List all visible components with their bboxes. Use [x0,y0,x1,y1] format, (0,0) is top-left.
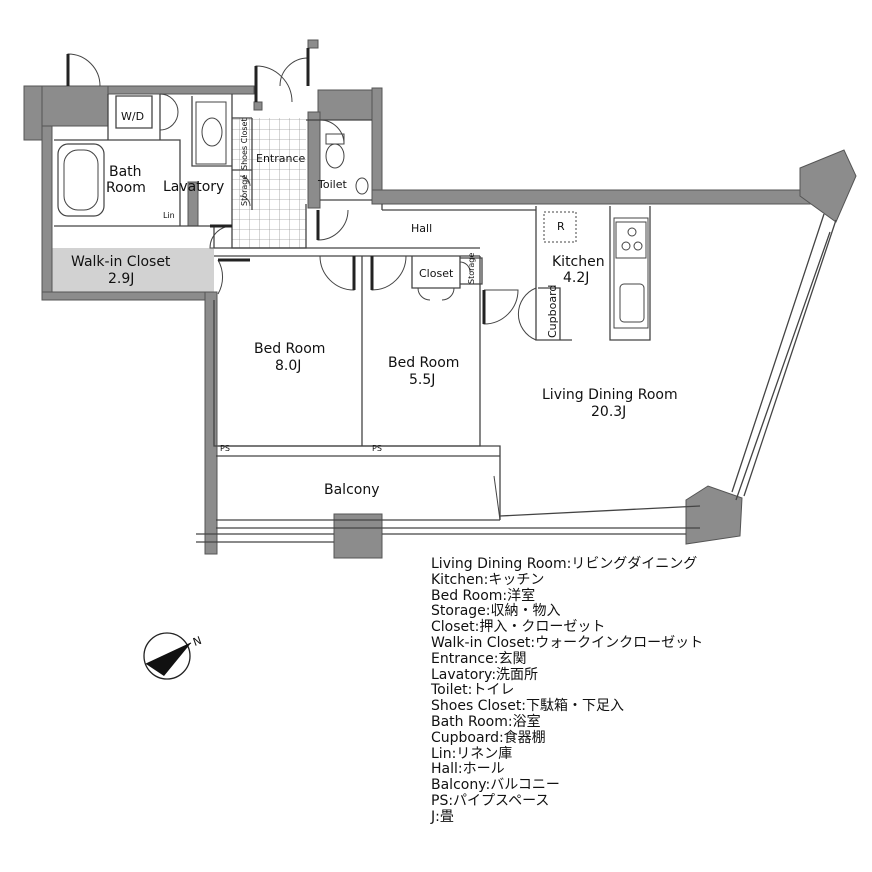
legend-item: Lin:リネン庫 [431,745,513,762]
room-labels: W/D Bath Room Lavatory Lin Shoes Closet … [71,110,678,498]
legend-item: J:畳 [431,808,454,825]
legend-item: Bath Room:浴室 [431,713,541,730]
storage-label-2: Storage [467,253,476,284]
legend-item: Bed Room:洋室 [431,587,536,604]
legend-item: Hall:ホール [431,761,505,778]
kitchen-counter [543,211,649,329]
legend-item: Living Dining Room:リビングダイニング [431,556,698,572]
kitchen-label-line2: 4.2J [563,270,589,286]
partitions [54,94,837,543]
shoes-closet-label: Shoes Closet [240,118,249,170]
legend-item: Toilet:トイレ [431,682,515,699]
compass: N [143,632,203,680]
bed1-label-line1: Bed Room [254,341,325,357]
storage-label-1: Storage [240,175,249,206]
walkin-label-line2: 2.9J [108,271,134,287]
legend-item: Lavatory:洗面所 [431,666,539,683]
legend-item: Walk-in Closet:ウォークインクローゼット [431,634,704,651]
bath-label-line1: Bath [109,164,142,180]
ps-label-2: PS [372,444,382,453]
bed1-label-line2: 8.0J [275,358,301,374]
bath-label-line2: Room [106,180,146,196]
entrance-tiles [232,118,306,248]
toilet-label: Toilet [317,178,347,191]
walls [23,39,857,559]
legend-item: Balcony:バルコニー [431,777,560,794]
legend-item: Entrance:玄関 [431,650,527,667]
legend-item: Cupboard:食器棚 [431,729,546,746]
refrigerator-label: R [557,220,565,233]
legend-item: PS:パイプスペース [431,792,550,809]
closet-label: Closet [419,267,454,280]
balcony-label: Balcony [324,482,380,498]
legend-item: Shoes Closet:下駄箱・下足入 [431,698,625,715]
bed2-label-line2: 5.5J [409,372,435,388]
ldk-label-line1: Living Dining Room [542,387,678,403]
compass-arrow-icon [146,643,191,676]
cupboard-label: Cupboard [546,285,559,338]
lin-label: Lin [163,211,175,220]
wd-label: W/D [121,110,144,123]
compass-north-label: N [191,634,203,649]
walkin-closet-floor [52,248,214,292]
ldk-label-line2: 20.3J [591,404,626,420]
floor-fills [52,118,306,292]
doors [66,48,537,521]
ps-label-1: PS [220,444,230,453]
walkin-label-line1: Walk-in Closet [71,254,171,270]
bathtub [57,143,105,217]
bed2-label-line1: Bed Room [388,355,459,371]
legend-item: Storage:収納・物入 [431,603,561,620]
wash-basin [195,101,227,165]
legend-item: Closet:押入・クローゼット [431,619,606,636]
entrance-label: Entrance [256,152,306,165]
kitchen-label-line1: Kitchen [552,254,605,270]
legend-item: Kitchen:キッチン [431,571,545,588]
hall-label: Hall [411,222,432,235]
lavatory-label: Lavatory [163,179,224,195]
